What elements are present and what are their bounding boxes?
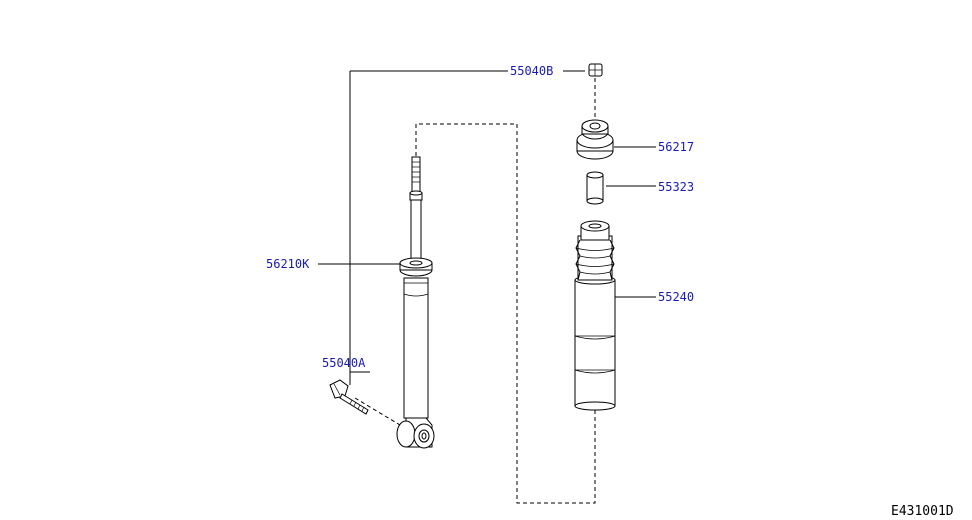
- part-label-56217[interactable]: 56217: [658, 140, 694, 154]
- leader-lines: [318, 70, 656, 385]
- part-label-56210k[interactable]: 56210K: [266, 257, 310, 271]
- part-labels: 55040B 56217 55323 55240 56210K 55040A: [266, 64, 694, 370]
- nut-icon[interactable]: [588, 63, 603, 77]
- shock-absorber-icon[interactable]: [396, 156, 435, 449]
- part-label-55240[interactable]: 55240: [658, 290, 694, 304]
- part-label-55323[interactable]: 55323: [658, 180, 694, 194]
- diagram-id-code: E431001D: [891, 504, 954, 519]
- lower-bolt-icon[interactable]: [329, 379, 369, 415]
- part-label-55040b[interactable]: 55040B: [510, 64, 553, 78]
- bound-bumper-icon[interactable]: [574, 220, 616, 411]
- bushing-spacer-icon[interactable]: [586, 171, 604, 205]
- assembly-dashed-lines: [354, 78, 596, 504]
- mount-insulator-icon[interactable]: [576, 119, 614, 160]
- part-label-55040a[interactable]: 55040A: [322, 356, 366, 370]
